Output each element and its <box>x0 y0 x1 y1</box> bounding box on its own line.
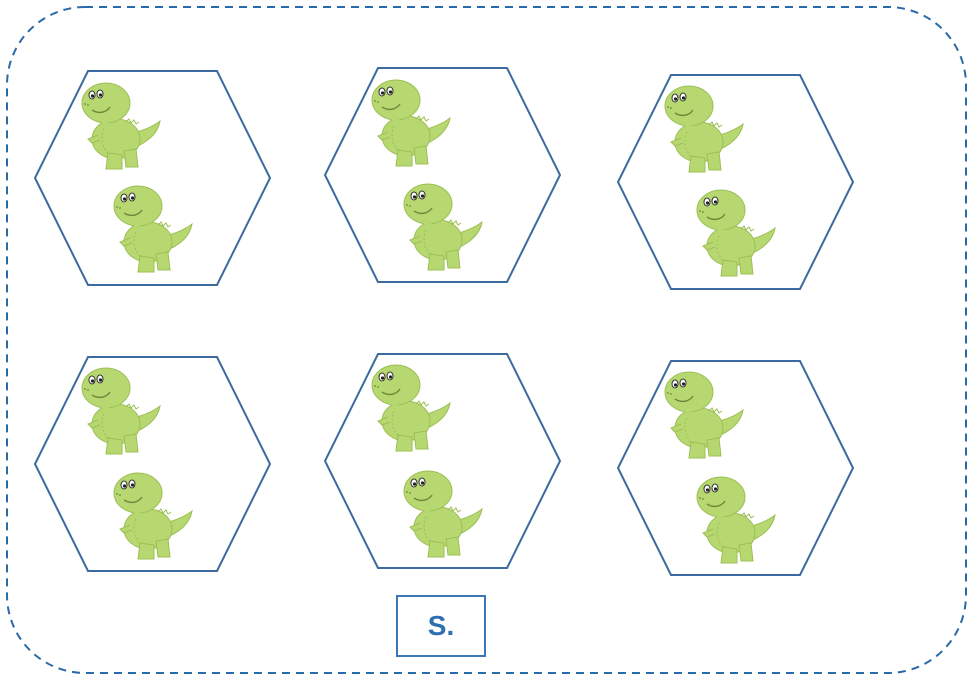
hexagon-group <box>35 71 270 285</box>
answer-label: S. <box>428 610 454 642</box>
hexagon-group <box>618 75 853 289</box>
hexagon-group <box>35 357 270 571</box>
hexagon-group <box>325 354 560 568</box>
hexagon-group <box>618 361 853 575</box>
answer-box: S. <box>396 595 486 657</box>
hexagon-group <box>325 68 560 282</box>
